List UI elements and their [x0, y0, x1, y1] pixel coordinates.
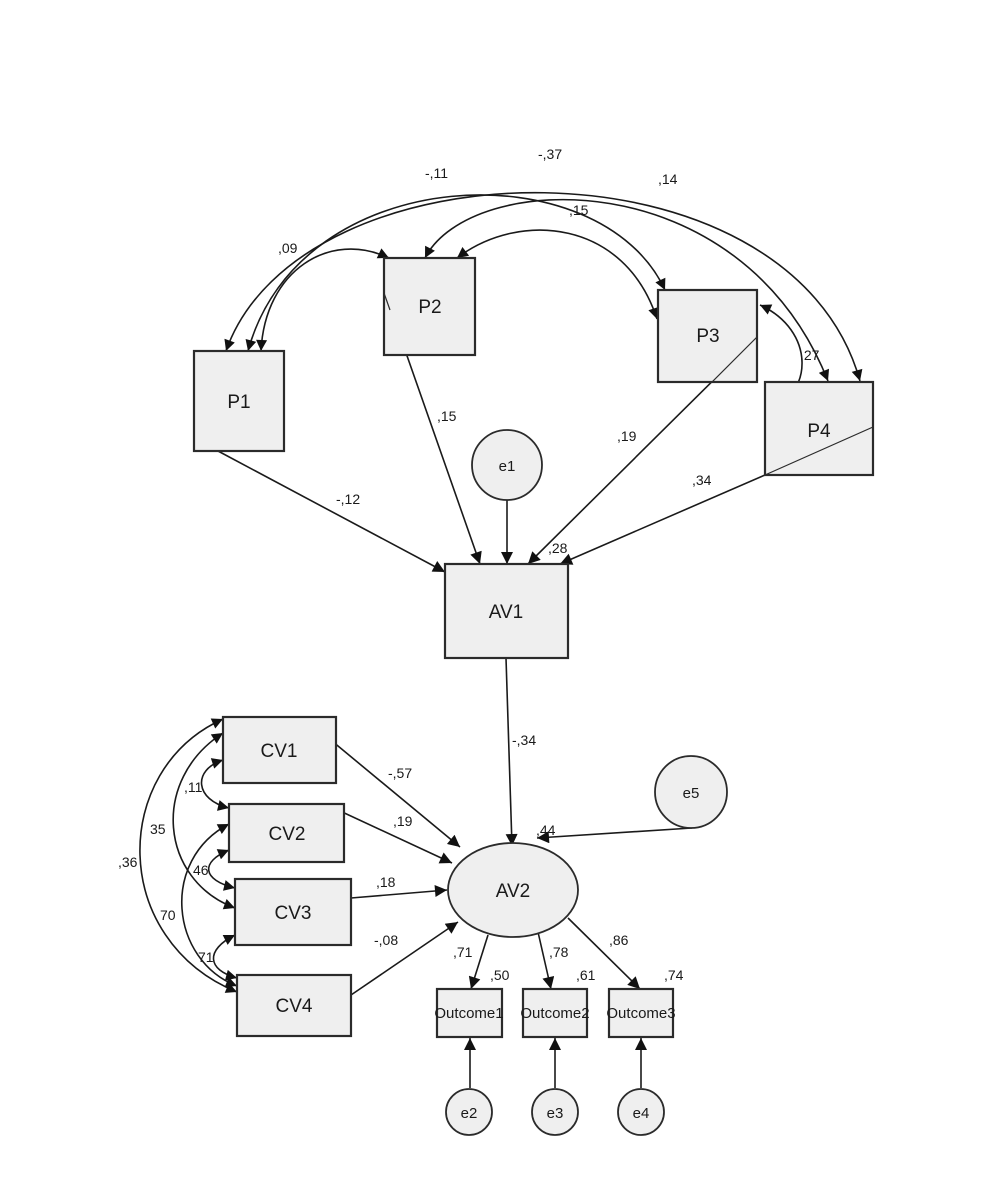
- node-cv1-label: CV1: [261, 741, 298, 762]
- node-e5[interactable]: e5: [654, 755, 728, 829]
- node-e3[interactable]: e3: [531, 1088, 579, 1136]
- coef-p3-p4: ,27: [800, 347, 820, 363]
- cov-p1-p4: [224, 191, 863, 382]
- cov-cv3-cv4: [212, 934, 238, 981]
- path-av1-av2: [505, 657, 518, 847]
- cov-cv1-cv3: [172, 732, 236, 910]
- coef-av2-outcome1: ,71: [453, 944, 473, 960]
- node-p3-label: P3: [696, 326, 719, 347]
- node-cv2[interactable]: CV2: [227, 802, 346, 864]
- coef-cv3-av2: ,18: [376, 874, 396, 890]
- coef-av1-r2: ,28: [548, 540, 568, 556]
- coef-av1-av2: -,34: [512, 732, 536, 748]
- node-p4[interactable]: P4: [763, 380, 875, 477]
- node-cv4[interactable]: CV4: [235, 973, 353, 1038]
- cov-p2-p3: [456, 229, 659, 320]
- node-outcome1-label: Outcome1: [434, 1005, 503, 1022]
- node-cv2-label: CV2: [269, 824, 306, 845]
- node-cv3-label: CV3: [275, 903, 312, 924]
- node-e2[interactable]: e2: [445, 1088, 493, 1136]
- node-cv1[interactable]: CV1: [221, 715, 338, 785]
- coef-p2-p3: ,15: [569, 202, 589, 218]
- coef-cv4-av2: -,08: [374, 932, 398, 948]
- cov-cv2-cv4: [181, 823, 238, 988]
- cov-p2-p4: [424, 198, 830, 382]
- coef-av2-outcome2: ,78: [549, 944, 569, 960]
- node-outcome2[interactable]: Outcome2: [520, 987, 590, 1039]
- path-cv2-av2: [324, 803, 453, 864]
- coef-outcome3-r2: ,74: [664, 967, 684, 983]
- node-e3-label: e3: [547, 1105, 564, 1122]
- coef-p3-av1: ,19: [617, 428, 637, 444]
- coef-cv2-av2: ,19: [393, 813, 413, 829]
- cov-cv2-cv3: [207, 849, 236, 891]
- coef-av2-outcome3: ,86: [609, 932, 629, 948]
- coef-p1-p4: -,37: [538, 146, 562, 162]
- coef-cv1-cv2: ,11: [184, 779, 203, 795]
- node-e5-label: e5: [683, 785, 700, 802]
- coef-cv2-cv3: 46: [193, 862, 209, 878]
- coef-p4-av1: ,34: [692, 472, 712, 488]
- node-e4[interactable]: e4: [617, 1088, 665, 1136]
- path-p4-av1: [559, 474, 766, 565]
- cov-cv1-cv2: [200, 758, 230, 811]
- node-p1-label: P1: [227, 392, 250, 413]
- coef-cv1-cv4: ,36: [118, 854, 138, 870]
- coef-cv2-cv4: 70: [160, 907, 176, 923]
- node-p4-label: P4: [807, 421, 831, 442]
- cov-p1-p2: [256, 248, 390, 352]
- node-e2-label: e2: [461, 1105, 478, 1122]
- path-av2-outcome3: [567, 917, 641, 990]
- coef-cv3-cv4: 71: [198, 949, 214, 965]
- path-cv3-av2: [350, 885, 448, 899]
- node-outcome2-label: Outcome2: [520, 1005, 589, 1022]
- node-cv3[interactable]: CV3: [233, 877, 353, 947]
- coef-cv1-cv3: 35: [150, 821, 166, 837]
- path-p1-av1: [217, 450, 446, 573]
- coef-p1-av1: -,12: [336, 491, 360, 507]
- node-av2[interactable]: AV2: [447, 842, 579, 938]
- node-e4-label: e4: [633, 1105, 650, 1122]
- coef-av2-r2: ,44: [536, 822, 556, 838]
- path-av2-outcome2: [537, 931, 555, 990]
- path-av2-outcome1: [468, 934, 489, 990]
- cov-cv1-cv4: [139, 718, 238, 993]
- coef-outcome1-r2: ,50: [490, 967, 510, 983]
- path-cv4-av2: [350, 921, 459, 996]
- node-e1-label: e1: [499, 458, 516, 475]
- coef-outcome2-r2: ,61: [576, 967, 596, 983]
- coef-p1-p3: -,11: [425, 165, 448, 181]
- node-av1-label: AV1: [489, 602, 524, 623]
- node-av1[interactable]: AV1: [443, 562, 570, 660]
- node-p3[interactable]: P3: [656, 288, 759, 384]
- node-cv4-label: CV4: [276, 996, 313, 1017]
- node-outcome3-label: Outcome3: [606, 1005, 675, 1022]
- coef-p2-p4: ,14: [658, 171, 678, 187]
- node-e1[interactable]: e1: [471, 429, 543, 501]
- path-e5-av2: [536, 827, 693, 844]
- node-outcome3[interactable]: Outcome3: [606, 987, 676, 1039]
- coef-p2-av1: ,15: [437, 408, 457, 424]
- node-p2[interactable]: P2: [382, 256, 477, 357]
- node-av2-label: AV2: [496, 881, 531, 902]
- node-p2-label: P2: [418, 297, 441, 318]
- node-outcome1[interactable]: Outcome1: [434, 987, 504, 1039]
- coef-cv1-av2: -,57: [388, 765, 412, 781]
- node-p1[interactable]: P1: [192, 349, 286, 453]
- coef-p1-p2: ,09: [278, 240, 298, 256]
